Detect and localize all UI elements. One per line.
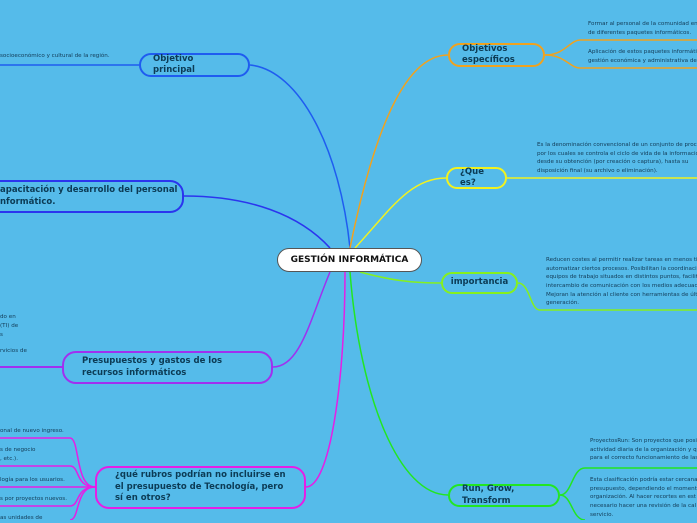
node-presupuestos[interactable]: Presupuestos y gastos de los recursos in… <box>62 351 273 384</box>
central-topic-label: GESTIÓN INFORMÁTICA <box>290 254 409 265</box>
node-label: Presupuestos y gastos de los recursos in… <box>82 356 223 378</box>
node-objetivo-principal[interactable]: Objetivo principal <box>139 53 250 77</box>
leaf-text: Reducen costes al permitir realizar tare… <box>546 257 697 307</box>
node-label: importancia <box>450 277 509 288</box>
leaf-text: , etc.). <box>0 456 19 462</box>
leaf-text: s por proyectos nuevos. <box>0 496 67 502</box>
leaf-text: logía para los usuarios. <box>0 477 65 483</box>
node-label: Objetivos específicos <box>462 43 515 65</box>
node-rubros[interactable]: ¿qué rubros podrían no incluirse en el p… <box>95 466 306 509</box>
node-que-es[interactable]: ¿Que es? <box>446 167 507 189</box>
leaf-text: (TI) de <box>0 323 19 329</box>
node-label: ¿qué rubros podrían no incluirse en el p… <box>115 470 286 504</box>
node-objetivos-especificos[interactable]: Objetivos específicos <box>448 43 545 67</box>
leaf-text: Formar al personal de la comunidad en de… <box>588 21 697 36</box>
node-label: Run, Grow, Transform <box>462 484 515 506</box>
leaf-text: s de negocio <box>0 447 36 453</box>
leaf-text: onal de nuevo ingreso. <box>0 428 64 434</box>
leaf-text: s <box>0 332 3 338</box>
node-label: Objetivo principal <box>153 53 195 75</box>
central-topic[interactable]: GESTIÓN INFORMÁTICA <box>277 248 422 272</box>
leaf-text: as unidades de <box>0 515 43 521</box>
leaf-text: rvicios de <box>0 348 27 354</box>
node-label: ¿Que es? <box>460 166 484 188</box>
node-label: apacitación y desarrollo del personal nf… <box>0 185 178 207</box>
node-importancia[interactable]: importancia <box>441 272 518 294</box>
leaf-text: ProyectosRun: Son proyectos que posib ac… <box>590 438 697 462</box>
leaf-text: Es la denominación convencional de un co… <box>537 142 697 174</box>
leaf-text: Aplicación de estos paquetes informáti g… <box>588 49 697 64</box>
leaf-text: socioeconómico y cultural de la región. <box>0 53 110 59</box>
node-run-grow-transform[interactable]: Run, Grow, Transform <box>448 484 560 507</box>
leaf-text: Esta clasificación podría estar cercana … <box>590 477 697 518</box>
node-capacitacion[interactable]: apacitación y desarrollo del personal nf… <box>0 180 184 213</box>
leaf-text: do en <box>0 314 16 320</box>
